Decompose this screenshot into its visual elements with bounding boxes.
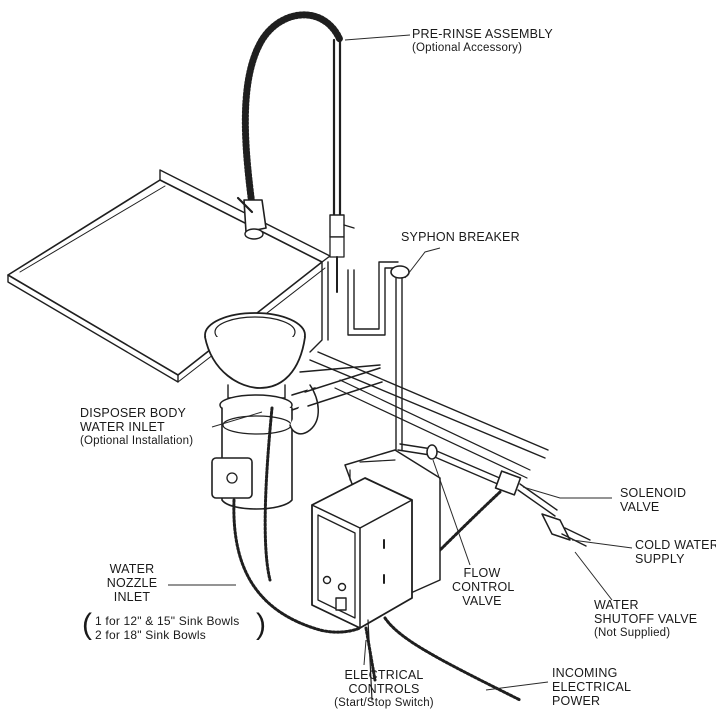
label-line: VALVE — [462, 594, 502, 608]
label-line: WATER — [109, 562, 155, 576]
label-electrical-controls: ELECTRICAL CONTROLS (Start/Stop Switch) — [324, 668, 444, 710]
label-line: CONTROLS — [348, 682, 420, 696]
conduits — [232, 406, 522, 702]
label-syphon-breaker: SYPHON BREAKER — [401, 230, 520, 244]
label-line: (Optional Accessory) — [412, 42, 523, 54]
label-solenoid-valve: SOLENOID VALVE — [620, 486, 686, 514]
label-line: (Not Supplied) — [594, 627, 671, 639]
label-cold-water-supply: COLD WATER SUPPLY — [635, 538, 716, 566]
label-line: INCOMING — [552, 666, 618, 680]
label-line: SUPPLY — [635, 552, 685, 566]
label-line: CONTROL — [452, 580, 515, 594]
label-line: ELECTRICAL — [344, 668, 424, 682]
label-line: 2 for 18" Sink Bowls — [95, 628, 206, 642]
label-line: SHUTOFF VALVE — [594, 612, 698, 626]
label-line: VALVE — [620, 500, 660, 514]
label-line: NOZZLE — [106, 576, 158, 590]
label-line: POWER — [552, 694, 601, 708]
left-paren: ( — [82, 608, 92, 641]
label-line: WATER INLET — [80, 420, 165, 434]
label-disposer-body-water-inlet: DISPOSER BODY WATER INLET (Optional Inst… — [80, 406, 193, 448]
label-line: FLOW — [463, 566, 501, 580]
label-line: INLET — [113, 590, 151, 604]
label-incoming-electrical-power: INCOMING ELECTRICAL POWER — [552, 666, 631, 708]
label-line: (Start/Stop Switch) — [334, 697, 434, 709]
label-line: ELECTRICAL — [552, 680, 632, 694]
label-water-shutoff-valve: WATER SHUTOFF VALVE (Not Supplied) — [594, 598, 697, 640]
label-line: SOLENOID — [620, 486, 687, 500]
label-pre-rinse-assembly: PRE-RINSE ASSEMBLY (Optional Accessory) — [412, 27, 553, 55]
right-paren: ) — [256, 608, 266, 641]
leader-lines — [168, 34, 633, 691]
label-line: COLD WATER — [635, 538, 716, 552]
label-line: 1 for 12" & 15" Sink Bowls — [95, 614, 240, 628]
label-sink-bowls: 1 for 12" & 15" Sink Bowls 2 for 18" Sin… — [95, 614, 239, 642]
label-line: PRE-RINSE ASSEMBLY — [412, 27, 553, 41]
label-flow-control-valve: FLOW CONTROL VALVE — [452, 566, 515, 608]
label-line: SYPHON BREAKER — [401, 230, 520, 244]
label-line: (Optional Installation) — [80, 435, 194, 447]
label-water-nozzle-inlet: WATER NOZZLE INLET — [92, 562, 172, 604]
electrical-controls-box — [311, 449, 441, 629]
disposer — [204, 312, 383, 510]
pre-rinse-assembly — [236, 11, 355, 293]
label-line: DISPOSER BODY — [80, 406, 187, 420]
label-line: WATER — [594, 598, 639, 612]
